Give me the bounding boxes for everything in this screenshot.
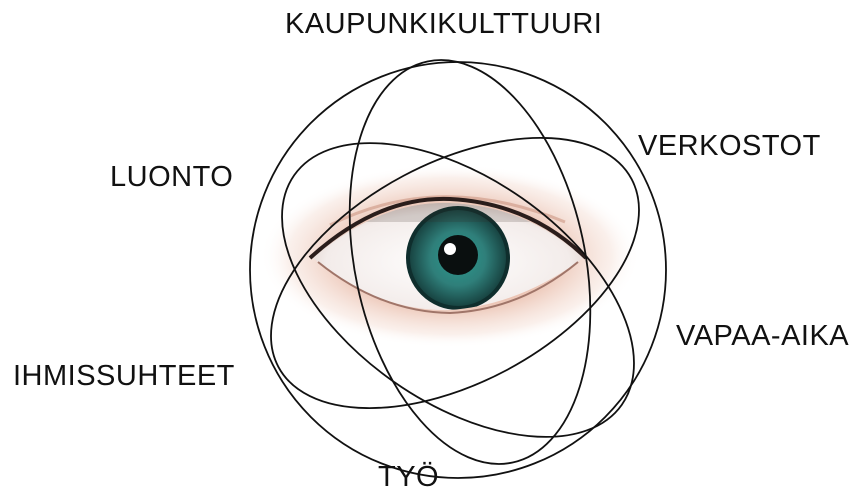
label-vapaa-aika: VAPAA-AIKA [676, 322, 849, 351]
eye-image [260, 164, 640, 348]
label-ihmissuhteet: IHMISSUHTEET [13, 362, 235, 391]
label-tyo: TYÖ [378, 463, 439, 492]
label-luonto: LUONTO [110, 163, 233, 192]
label-verkostot: VERKOSTOT [638, 132, 821, 161]
label-kaupunkikulttuuri: KAUPUNKIKULTTUURI [285, 10, 602, 39]
